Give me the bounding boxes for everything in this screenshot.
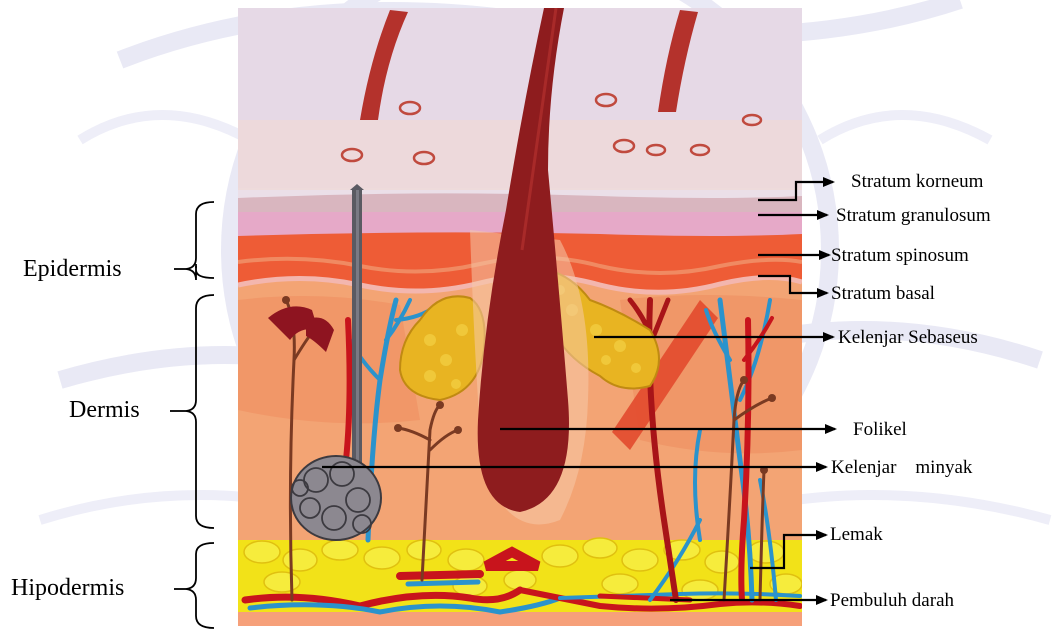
lemak-label: Lemak: [830, 525, 883, 544]
layer-brackets: [170, 202, 214, 628]
skin-cross-section: [238, 8, 802, 630]
epidermis-label: Epidermis: [23, 257, 122, 281]
kelenjar-minyak-label: Kelenjar minyak: [831, 458, 972, 477]
stratum-granulosum-label: Stratum granulosum: [836, 206, 991, 225]
pembuluh-darah-label: Pembuluh darah: [830, 591, 954, 610]
hipodermis-label: Hipodermis: [11, 576, 124, 600]
stratum-spinosum-label: Stratum spinosum: [831, 246, 969, 265]
folikel-label: Folikel: [853, 420, 907, 439]
stratum-korneum-label: Stratum korneum: [851, 172, 983, 191]
dermis-label: Dermis: [69, 398, 140, 422]
stratum-basal-label: Stratum basal: [831, 284, 935, 303]
kelenjar-sebaseus-label: Kelenjar Sebaseus: [838, 328, 978, 347]
